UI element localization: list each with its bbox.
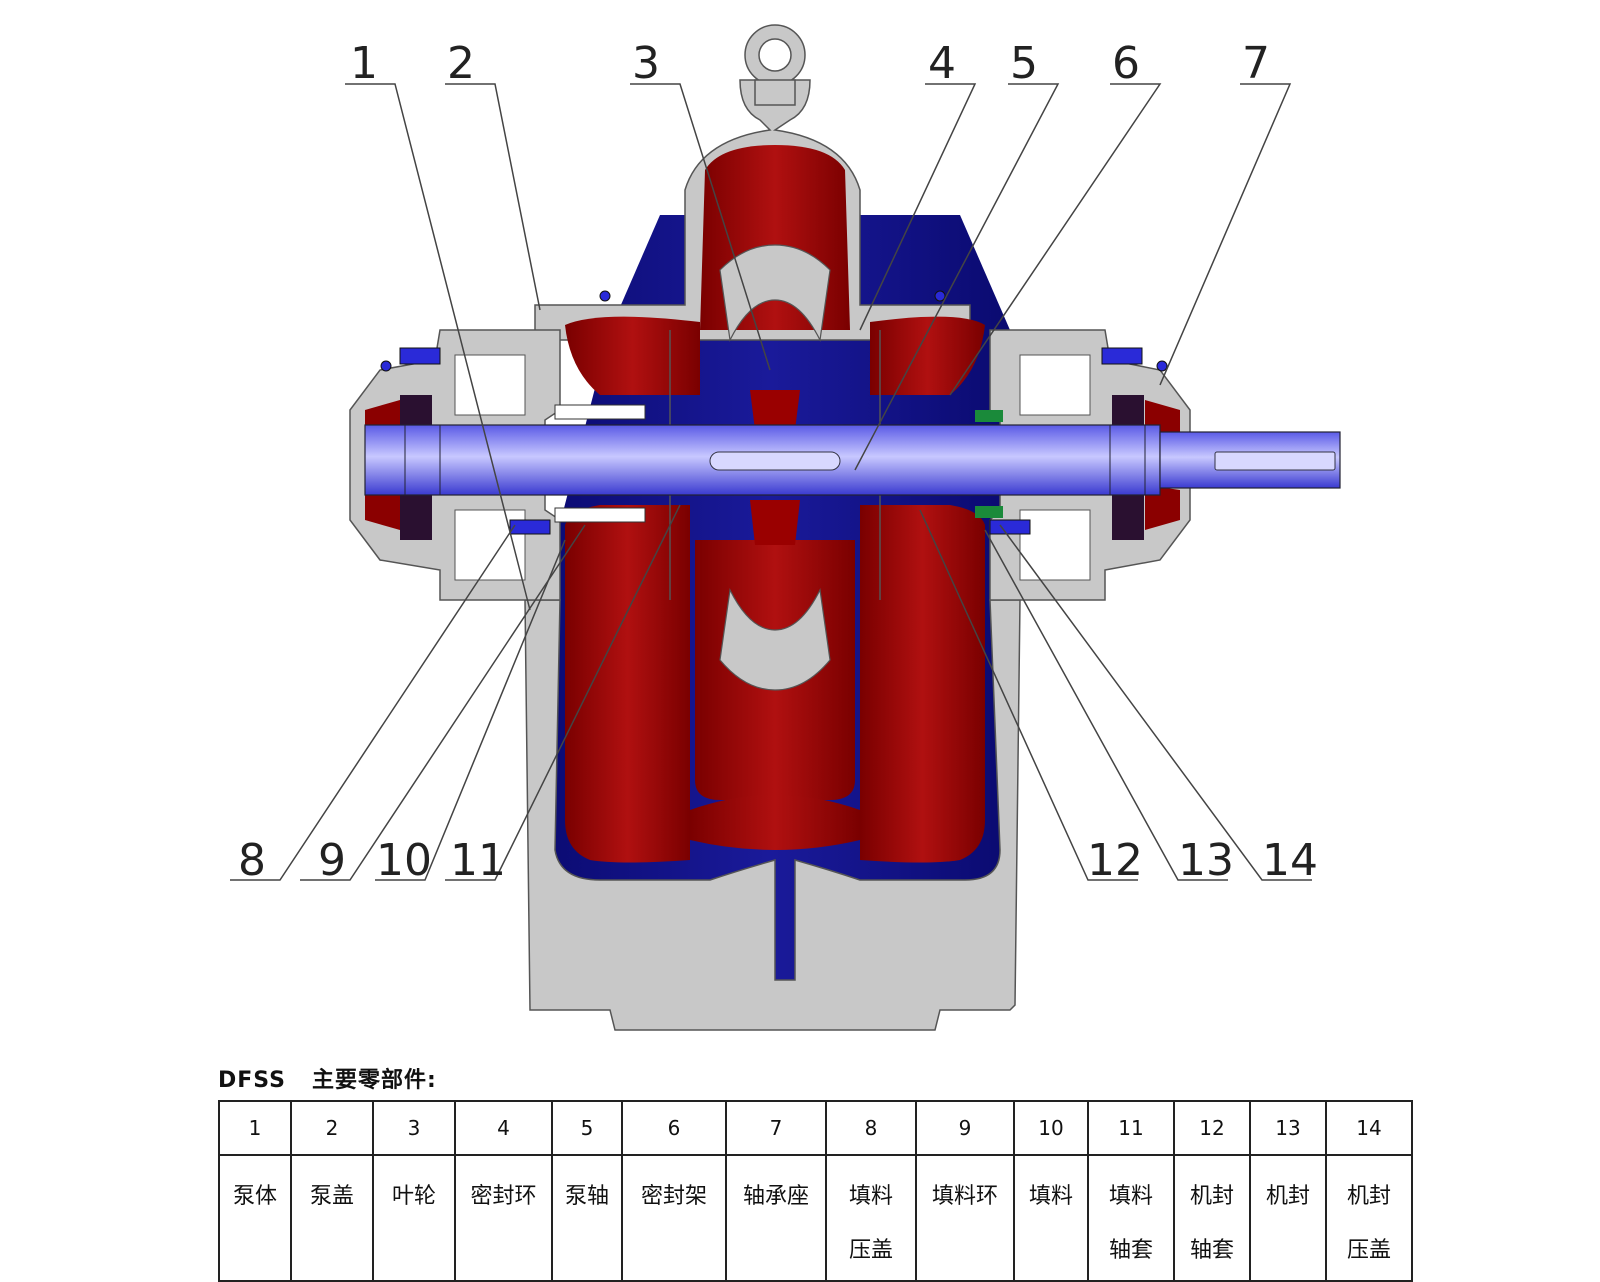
part-number-cell: 10 bbox=[1013, 1100, 1089, 1156]
parts-table: 1 2 3 4 5 6 7 8 9 10 11 12 13 14 泵体 泵盖 叶… bbox=[218, 1100, 1413, 1282]
part-name-line2: 轴套 bbox=[1108, 1238, 1153, 1263]
part-number-cell: 6 bbox=[621, 1100, 727, 1156]
callout-3: 3 bbox=[632, 38, 660, 89]
callout-numbers: 1 2 3 4 5 6 7 8 9 10 11 12 13 14 bbox=[238, 38, 1318, 886]
part-number-cell: 3 bbox=[372, 1100, 456, 1156]
part-name-cell: 密封环 bbox=[454, 1154, 553, 1282]
part-name-line2: 轴套 bbox=[1189, 1238, 1234, 1263]
table-heading: 主要零部件: bbox=[312, 1068, 437, 1093]
part-name-cell: 轴承座 bbox=[725, 1154, 827, 1282]
callout-2: 2 bbox=[447, 38, 475, 89]
part-name-line2: 压盖 bbox=[848, 1238, 893, 1263]
part-name-line1: 密封环 bbox=[470, 1184, 537, 1209]
pump-shaft bbox=[364, 424, 1341, 496]
part-name-line1: 机封 bbox=[1346, 1184, 1391, 1209]
part-name-line1: 密封架 bbox=[640, 1184, 707, 1209]
part-name-cell: 机封 bbox=[1249, 1154, 1327, 1282]
part-name-line1: 机封 bbox=[1189, 1184, 1234, 1209]
part-number-cell: 14 bbox=[1325, 1100, 1413, 1156]
leader-lines bbox=[230, 83, 1312, 881]
part-name-cell: 机封轴套 bbox=[1173, 1154, 1251, 1282]
bolts bbox=[380, 290, 1168, 535]
part-number-row: 1 2 3 4 5 6 7 8 9 10 11 12 13 14 bbox=[218, 1100, 1413, 1156]
mechanical-seal bbox=[975, 410, 1003, 518]
part-name-cell: 密封架 bbox=[621, 1154, 727, 1282]
packing bbox=[554, 404, 646, 523]
part-name-row: 泵体 泵盖 叶轮 密封环 泵轴 密封架 轴承座 填料压盖 填料环 填料 填料轴套… bbox=[218, 1154, 1413, 1282]
part-number-cell: 11 bbox=[1087, 1100, 1175, 1156]
callout-8: 8 bbox=[238, 835, 266, 886]
part-name-line1: 填料 bbox=[848, 1184, 893, 1209]
callout-14: 14 bbox=[1262, 835, 1318, 886]
callout-6: 6 bbox=[1112, 38, 1140, 89]
part-number-cell: 9 bbox=[915, 1100, 1015, 1156]
part-name-line1: 泵轴 bbox=[564, 1184, 609, 1209]
callout-9: 9 bbox=[318, 835, 346, 886]
part-name-cell: 填料轴套 bbox=[1087, 1154, 1175, 1282]
part-name-cell: 填料环 bbox=[915, 1154, 1015, 1282]
model-code: DFSS bbox=[218, 1068, 286, 1093]
part-number-cell: 8 bbox=[825, 1100, 917, 1156]
part-number-cell: 5 bbox=[551, 1100, 623, 1156]
part-name-line1: 填料 bbox=[1108, 1184, 1153, 1209]
callout-1: 1 bbox=[350, 38, 378, 89]
callout-7: 7 bbox=[1242, 38, 1270, 89]
part-name-cell: 填料 bbox=[1013, 1154, 1089, 1282]
part-number-cell: 12 bbox=[1173, 1100, 1251, 1156]
pump-cross-section-diagram: 1 2 3 4 5 6 7 8 9 10 11 12 13 14 bbox=[230, 24, 1341, 1031]
part-name-line2: 压盖 bbox=[1346, 1238, 1391, 1263]
part-name-line1: 机封 bbox=[1265, 1184, 1310, 1209]
part-number-cell: 13 bbox=[1249, 1100, 1327, 1156]
callout-5: 5 bbox=[1010, 38, 1038, 89]
callout-4: 4 bbox=[928, 38, 956, 89]
part-name-line1: 叶轮 bbox=[391, 1184, 436, 1209]
callout-12: 12 bbox=[1087, 835, 1143, 886]
callout-10: 10 bbox=[376, 835, 432, 886]
part-number-cell: 1 bbox=[218, 1100, 292, 1156]
part-number-cell: 4 bbox=[454, 1100, 553, 1156]
part-name-line1: 泵盖 bbox=[309, 1184, 354, 1209]
part-name-line1: 轴承座 bbox=[742, 1184, 809, 1209]
part-name-cell: 泵体 bbox=[218, 1154, 292, 1282]
part-name-cell: 泵盖 bbox=[290, 1154, 374, 1282]
part-number-cell: 2 bbox=[290, 1100, 374, 1156]
callout-13: 13 bbox=[1178, 835, 1234, 886]
parts-table-title: DFSS 主要零部件: bbox=[218, 1062, 437, 1094]
part-name-cell: 泵轴 bbox=[551, 1154, 623, 1282]
part-name-line1: 泵体 bbox=[232, 1184, 277, 1209]
part-name-line1: 填料 bbox=[1028, 1184, 1073, 1209]
callout-11: 11 bbox=[450, 835, 506, 886]
part-name-line1: 填料环 bbox=[931, 1184, 998, 1209]
part-name-cell: 机封压盖 bbox=[1325, 1154, 1413, 1282]
part-number-cell: 7 bbox=[725, 1100, 827, 1156]
part-name-cell: 填料压盖 bbox=[825, 1154, 917, 1282]
part-name-cell: 叶轮 bbox=[372, 1154, 456, 1282]
